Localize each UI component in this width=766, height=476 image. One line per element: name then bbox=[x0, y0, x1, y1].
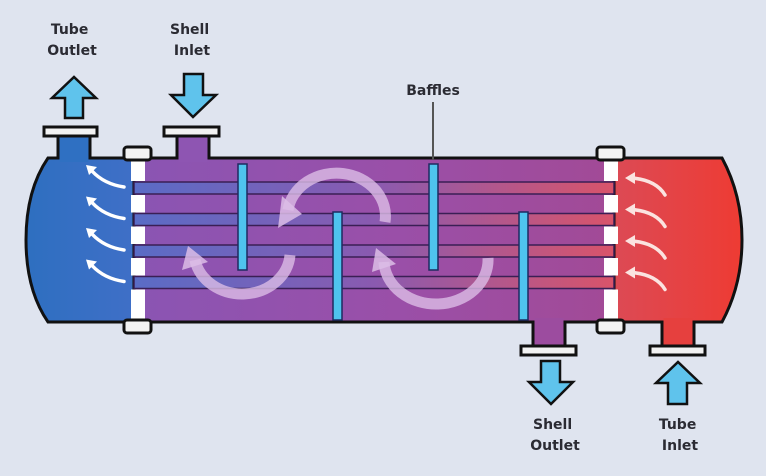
tube-flow-arrowhead bbox=[86, 165, 97, 175]
tube-outlet-arrow-icon bbox=[48, 75, 100, 120]
tube-sheet-segment bbox=[604, 226, 618, 244]
tube-sheet-segment bbox=[131, 289, 145, 319]
tube-flow-arrow bbox=[630, 270, 667, 292]
tube bbox=[133, 212, 615, 227]
left-channel-head bbox=[24, 156, 136, 324]
tube bbox=[133, 244, 615, 258]
tube-sheet-segment bbox=[131, 195, 145, 213]
tube-sheet-segment bbox=[604, 161, 618, 181]
baffle bbox=[428, 163, 439, 271]
tube-inlet-label-line2: Inlet bbox=[662, 438, 698, 454]
tube-outlet-label-line2: Outlet bbox=[47, 43, 97, 59]
tube-outlet-label: Tube Outlet bbox=[47, 22, 97, 59]
tube-outlet-label-line1: Tube bbox=[51, 22, 89, 38]
tube-flow-arrow bbox=[90, 232, 126, 252]
swirl-arrow bbox=[282, 167, 391, 223]
tube-flow-arrow bbox=[90, 263, 126, 284]
tube-flow-arrow bbox=[630, 207, 667, 229]
baffle bbox=[518, 211, 529, 321]
shell-inlet-label-line2: Inlet bbox=[174, 43, 210, 59]
shell-inlet-label: Shell Inlet bbox=[170, 22, 214, 59]
baffles-label: Baffles bbox=[406, 83, 460, 99]
flange-clamps bbox=[122, 145, 626, 335]
tube-flow-arrow bbox=[90, 169, 126, 189]
tube bbox=[133, 275, 615, 290]
baffles bbox=[237, 163, 529, 321]
tube-flow-arrowhead bbox=[625, 235, 635, 247]
tube-sheet-segment bbox=[131, 258, 145, 276]
tube-sheet-segment bbox=[604, 195, 618, 213]
swirl-arrowhead bbox=[278, 196, 302, 228]
tube-flow-arrowhead bbox=[86, 259, 97, 270]
shell-inlet-arrow-icon bbox=[167, 72, 220, 119]
tube-flow-arrowhead bbox=[625, 266, 635, 279]
tube-inlet-label-line1: Tube bbox=[659, 417, 697, 433]
tube-sheet-segment bbox=[604, 258, 618, 276]
swirl-arrow bbox=[378, 257, 494, 310]
tube-sheet-segment bbox=[131, 161, 145, 181]
shell-flow-swirl-arrows bbox=[182, 167, 494, 310]
tube-flow-arrow bbox=[630, 176, 667, 197]
tube-flow-arrow bbox=[630, 239, 667, 260]
swirl-arrowhead bbox=[182, 246, 208, 270]
tube-flow-arrowhead bbox=[86, 196, 97, 207]
shell-inlet-label-line1: Shell bbox=[170, 22, 209, 38]
tube-flow-arrowhead bbox=[86, 228, 97, 238]
baffle bbox=[332, 211, 343, 321]
tube-sheet-segment bbox=[604, 289, 618, 319]
baffle bbox=[237, 163, 248, 271]
swirl-arrow bbox=[189, 254, 296, 300]
tube-flow-arrows bbox=[86, 165, 667, 292]
tube-flow-arrowhead bbox=[625, 203, 635, 216]
shell-outlet-arrow-icon bbox=[525, 359, 577, 406]
shell-outlet-label-line1: Shell bbox=[533, 417, 572, 433]
shell-outlet-label-line2: Outlet bbox=[530, 438, 580, 454]
shell-outlet-label: Shell Outlet bbox=[530, 417, 580, 454]
right-channel-head bbox=[612, 156, 744, 324]
tube-inlet-label: Tube Inlet bbox=[659, 417, 701, 454]
swirl-arrowhead bbox=[372, 248, 396, 272]
tube-flow-arrow bbox=[90, 200, 126, 221]
tube-sheet-segment bbox=[131, 226, 145, 244]
tube-sheets bbox=[131, 161, 618, 319]
tube-bundle bbox=[133, 181, 615, 290]
tube-flow-arrowhead bbox=[625, 172, 635, 184]
tube-inlet-arrow-icon bbox=[652, 360, 704, 406]
